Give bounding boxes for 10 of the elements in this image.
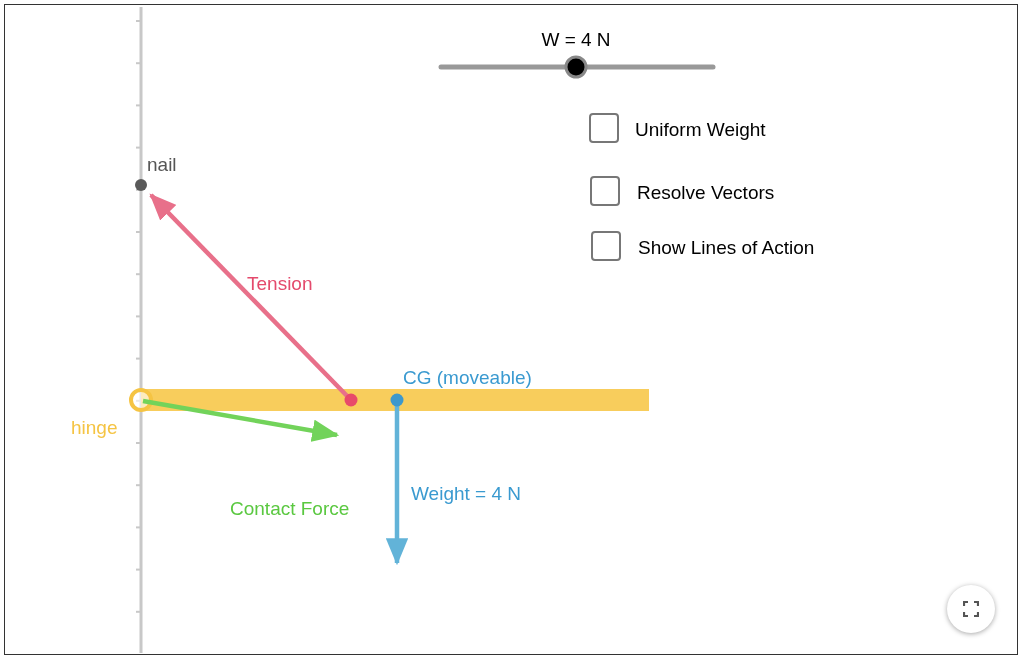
point-label: hinge <box>71 417 118 439</box>
checkbox-label: Uniform Weight <box>635 119 766 141</box>
checkbox-label: Resolve Vectors <box>637 182 775 204</box>
point-label: CG (moveable) <box>403 367 532 389</box>
slider-value-label: W = 4 N <box>541 29 611 51</box>
force-label: Weight = 4 N <box>411 483 521 505</box>
checkbox-label: Show Lines of Action <box>638 237 815 259</box>
point-label: nail <box>147 154 177 176</box>
force-label: Tension <box>247 273 313 295</box>
force-label: Contact Force <box>230 498 350 520</box>
